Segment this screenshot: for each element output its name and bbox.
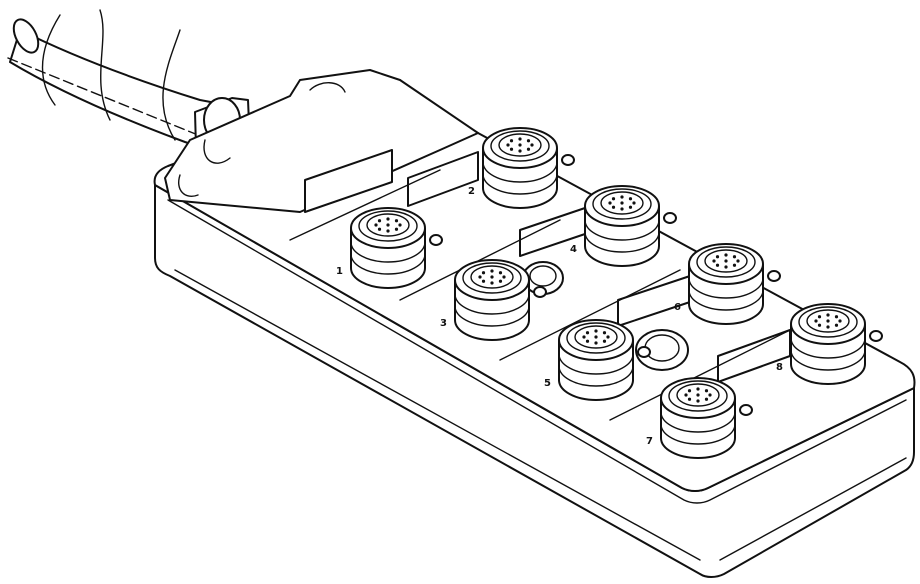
port-number-label: 5: [544, 378, 551, 389]
port-number-label: 1: [336, 266, 343, 277]
port-number-label: 8: [776, 362, 783, 373]
label-windows: [304, 149, 791, 383]
connector-ports: 1 2 3 4 5 6 7 8: [336, 127, 883, 459]
connector-port-3: 3: [440, 259, 547, 341]
port-number-label: 4: [570, 244, 577, 255]
port-number-label: 2: [468, 186, 475, 197]
connector-port-6: 6: [674, 243, 781, 325]
connector-port-4: 4: [570, 185, 677, 267]
port-number-label: 6: [674, 302, 681, 313]
connector-port-2: 2: [468, 127, 575, 209]
port-number-label: 3: [440, 318, 447, 329]
divider-lines: [289, 169, 791, 421]
port-number-label: 7: [646, 436, 653, 447]
connector-port-1: 1: [336, 207, 443, 289]
connector-port-8: 8: [776, 303, 883, 385]
connector-port-7: 7: [646, 377, 753, 459]
connector-port-5: 5: [544, 319, 651, 401]
